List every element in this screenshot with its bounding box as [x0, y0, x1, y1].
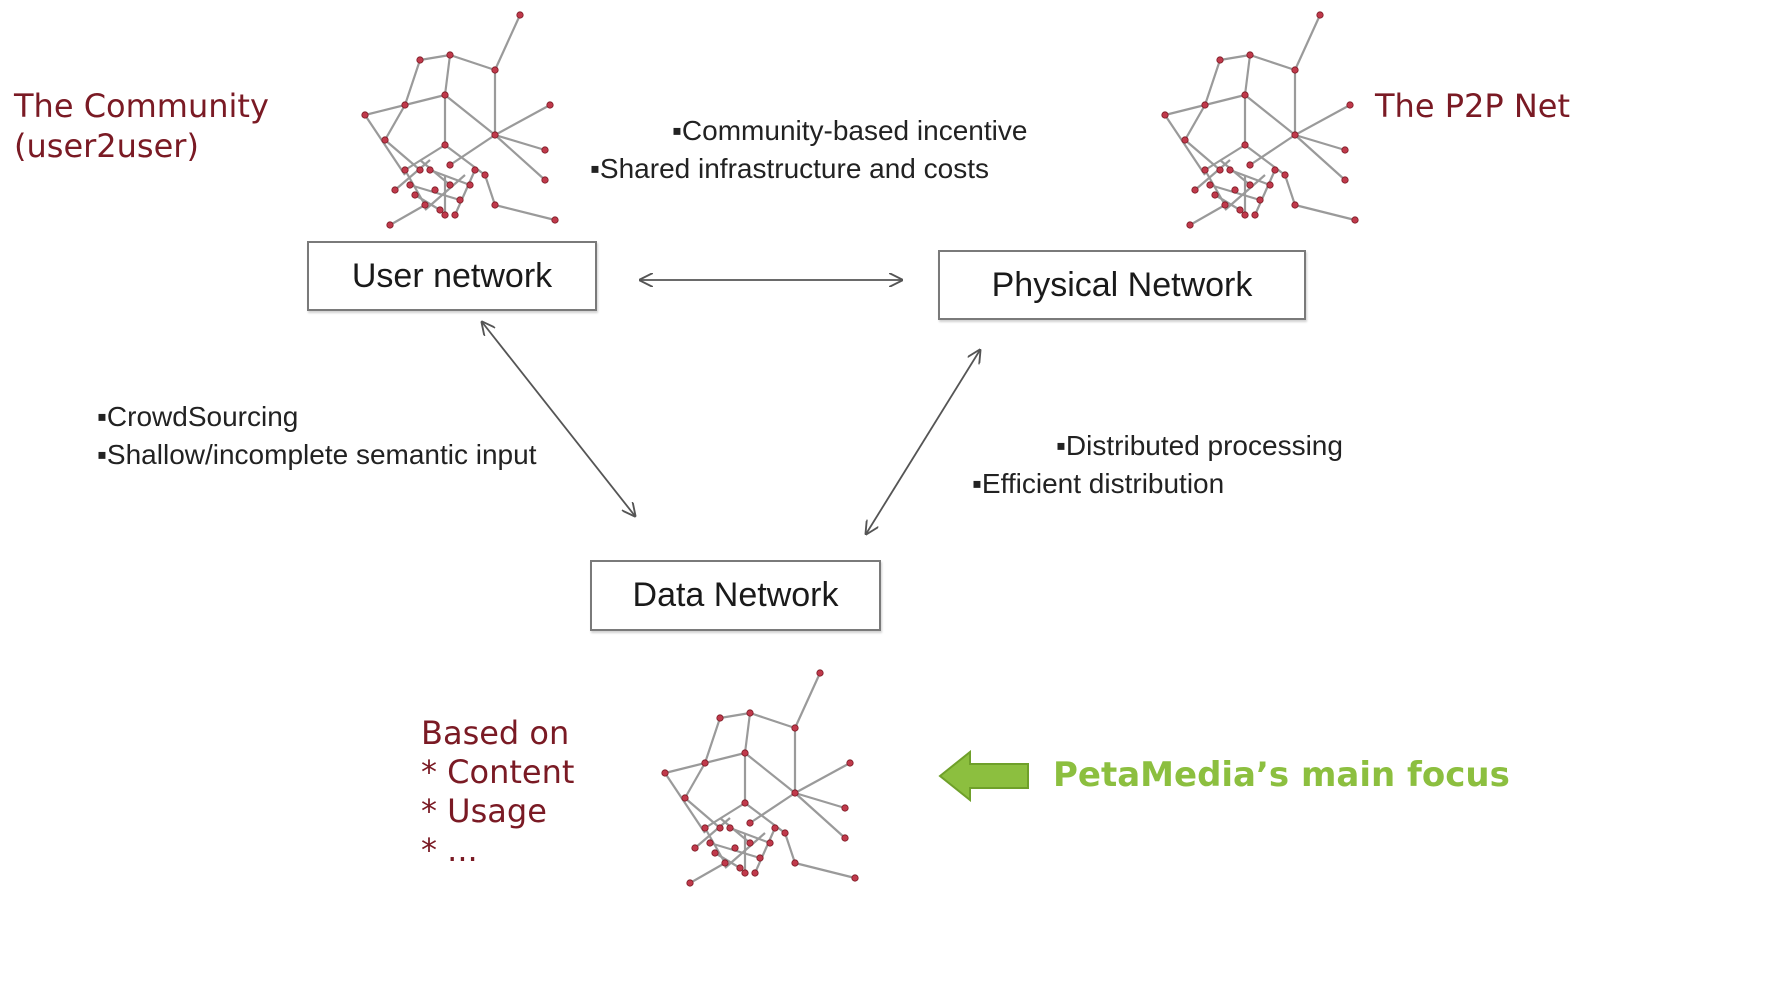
edge-note: ▪Distributed processing: [1056, 430, 1343, 461]
data-network-box: Data Network: [590, 560, 881, 631]
user-network-box: User network: [307, 241, 597, 311]
based-on-item: * Usage: [421, 792, 547, 830]
data-network-label: Data Network: [632, 576, 839, 614]
physical-network-box: Physical Network: [938, 250, 1306, 320]
edge-note: ▪CrowdSourcing: [97, 401, 299, 432]
edge-note: ▪Shallow/incomplete semantic input: [97, 439, 537, 470]
user-network-graph-icon: [360, 10, 560, 230]
physical-network-label: Physical Network: [991, 265, 1253, 304]
edge-note: ▪Efficient distribution: [972, 468, 1225, 499]
edge-note: ▪Shared infrastructure and costs: [590, 153, 990, 184]
community-subtitle: (user2user): [14, 127, 199, 165]
physical-data-edge-notes: ▪Distributed processing ▪Efficient distr…: [972, 427, 1343, 503]
user-data-edge-notes: ▪CrowdSourcing ▪Shallow/incomplete seman…: [97, 398, 536, 474]
based-on-item: * ...: [421, 831, 478, 869]
community-title-block: The Community (user2user): [14, 86, 269, 166]
edge-note: ▪Community-based incentive: [672, 115, 1028, 146]
user-network-label: User network: [351, 256, 553, 295]
arrow-physical-data: [866, 350, 980, 534]
based-on-list: Based on * Content * Usage * ...: [421, 714, 574, 870]
arrow-user-data: [482, 322, 635, 516]
left-arrow-icon: [938, 750, 1029, 802]
p2p-title: The P2P Net: [1375, 87, 1570, 125]
user-physical-edge-notes: ▪Community-based incentive ▪Shared infra…: [590, 112, 1027, 188]
based-on-item: * Content: [421, 753, 575, 791]
p2p-network-graph-icon: [1160, 10, 1360, 230]
based-on-heading: Based on: [421, 714, 570, 752]
data-network-graph-icon: [660, 668, 860, 888]
focus-label: PetaMedia’s main focus: [1053, 755, 1510, 795]
community-title: The Community: [14, 87, 269, 125]
